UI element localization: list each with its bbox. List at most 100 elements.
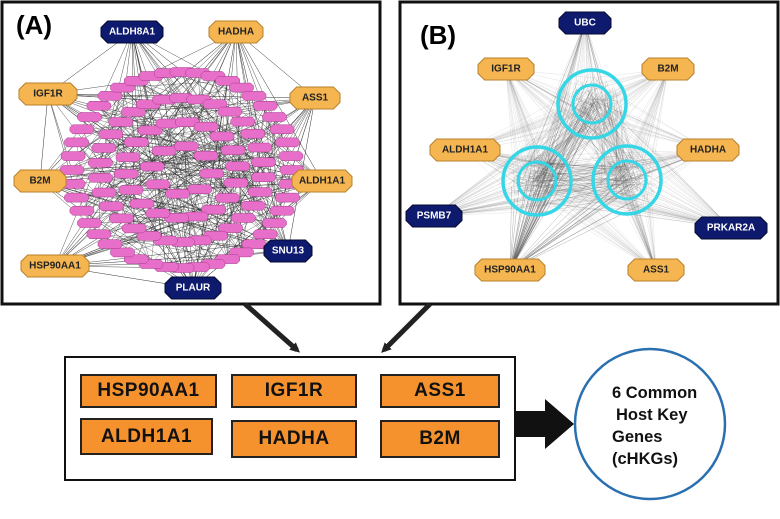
network-edge — [522, 22, 586, 180]
network-edge — [522, 173, 545, 187]
interactor-node — [97, 239, 123, 249]
cluster-ring — [556, 68, 628, 140]
gene-label: HADHA — [218, 27, 254, 38]
network-edge — [505, 68, 540, 186]
network-edge — [540, 22, 586, 178]
network-edge — [505, 68, 553, 174]
panel-b-cluster-rings — [501, 68, 663, 217]
network-edge — [505, 68, 542, 159]
network-edge — [584, 22, 601, 186]
network-edge — [591, 102, 657, 271]
interactor-node — [129, 198, 155, 209]
gene-label: ASS1 — [643, 265, 670, 276]
panel-a-interactor-nodes — [59, 67, 305, 273]
network-edge — [584, 22, 620, 165]
network-edge — [584, 22, 629, 176]
network-edge — [540, 90, 592, 177]
cluster-ring — [606, 159, 648, 201]
network-edge — [541, 181, 657, 271]
network-edge — [505, 68, 529, 193]
network-edge — [110, 31, 237, 135]
network-edge — [630, 68, 669, 179]
interactor-node — [145, 179, 171, 190]
network-edge — [509, 174, 547, 271]
network-edge — [509, 103, 594, 271]
network-edge — [505, 68, 544, 169]
interactor-node — [278, 151, 304, 161]
network-edge — [593, 85, 657, 271]
interactor-node — [247, 187, 273, 197]
interactor-node — [98, 201, 124, 212]
network-edge — [536, 22, 586, 170]
network-edge — [536, 107, 582, 182]
network-edge — [526, 159, 644, 195]
network-edge — [620, 177, 657, 271]
network-edge — [509, 198, 515, 271]
network-edge — [131, 31, 143, 204]
gene-label: SNU13 — [272, 246, 305, 257]
network-edge — [586, 121, 657, 271]
network-edge — [433, 207, 624, 217]
interactor-node — [201, 204, 226, 215]
network-edge — [505, 68, 538, 169]
network-edge — [508, 174, 657, 271]
network-edge — [509, 102, 614, 271]
network-edge — [601, 112, 657, 271]
network-edge — [640, 68, 669, 161]
network-edge — [163, 150, 228, 260]
network-edge — [626, 162, 657, 271]
result-gene-box: B2M — [380, 420, 500, 458]
network-edge — [543, 167, 657, 271]
cluster-ring — [516, 160, 558, 202]
network-edge — [532, 92, 599, 183]
network-edge — [122, 87, 201, 190]
network-edge — [615, 68, 669, 157]
network-edge — [630, 180, 657, 271]
network-edge — [54, 183, 291, 267]
network-edge — [521, 179, 629, 197]
network-edge — [625, 174, 638, 180]
network-edge — [584, 22, 633, 180]
network-edge — [433, 95, 619, 217]
interactor-node — [64, 137, 89, 148]
network-edge — [539, 186, 657, 271]
network-edge — [600, 99, 606, 189]
network-edge — [505, 68, 621, 156]
network-edge — [604, 96, 657, 271]
network-edge — [433, 194, 647, 217]
network-edge — [624, 68, 669, 168]
network-edge — [623, 68, 669, 177]
network-edge — [536, 22, 586, 202]
network-edge — [576, 97, 595, 107]
network-edge — [585, 106, 621, 174]
network-edge — [574, 85, 657, 271]
network-edge — [505, 68, 550, 187]
network-edge — [433, 175, 628, 217]
network-edge — [596, 127, 649, 202]
network-edge — [505, 68, 536, 168]
network-edge — [509, 102, 595, 271]
network-edge — [602, 126, 732, 229]
network-edge — [631, 198, 657, 271]
gene-node: B2M — [641, 57, 695, 81]
interactor-node — [59, 165, 85, 175]
interactor-node — [69, 124, 95, 135]
gene-label: PRKAR2A — [707, 223, 755, 234]
network-edge — [581, 92, 590, 121]
network-edge — [615, 109, 732, 229]
gene-label: HSP90AA1 — [29, 261, 81, 272]
network-edge — [152, 116, 275, 167]
network-edge — [535, 22, 586, 179]
gene-label: IGF1R — [33, 89, 63, 100]
network-edge — [625, 179, 657, 271]
network-edge — [581, 102, 604, 134]
network-edge — [505, 68, 644, 171]
gene-node: PSMB7 — [405, 204, 463, 228]
network-edge — [537, 178, 619, 180]
interactor-node — [91, 143, 117, 153]
network-edge — [603, 81, 606, 175]
network-edge — [539, 170, 657, 271]
network-edge — [538, 169, 565, 182]
network-edge — [560, 68, 669, 196]
network-edge — [517, 22, 586, 195]
